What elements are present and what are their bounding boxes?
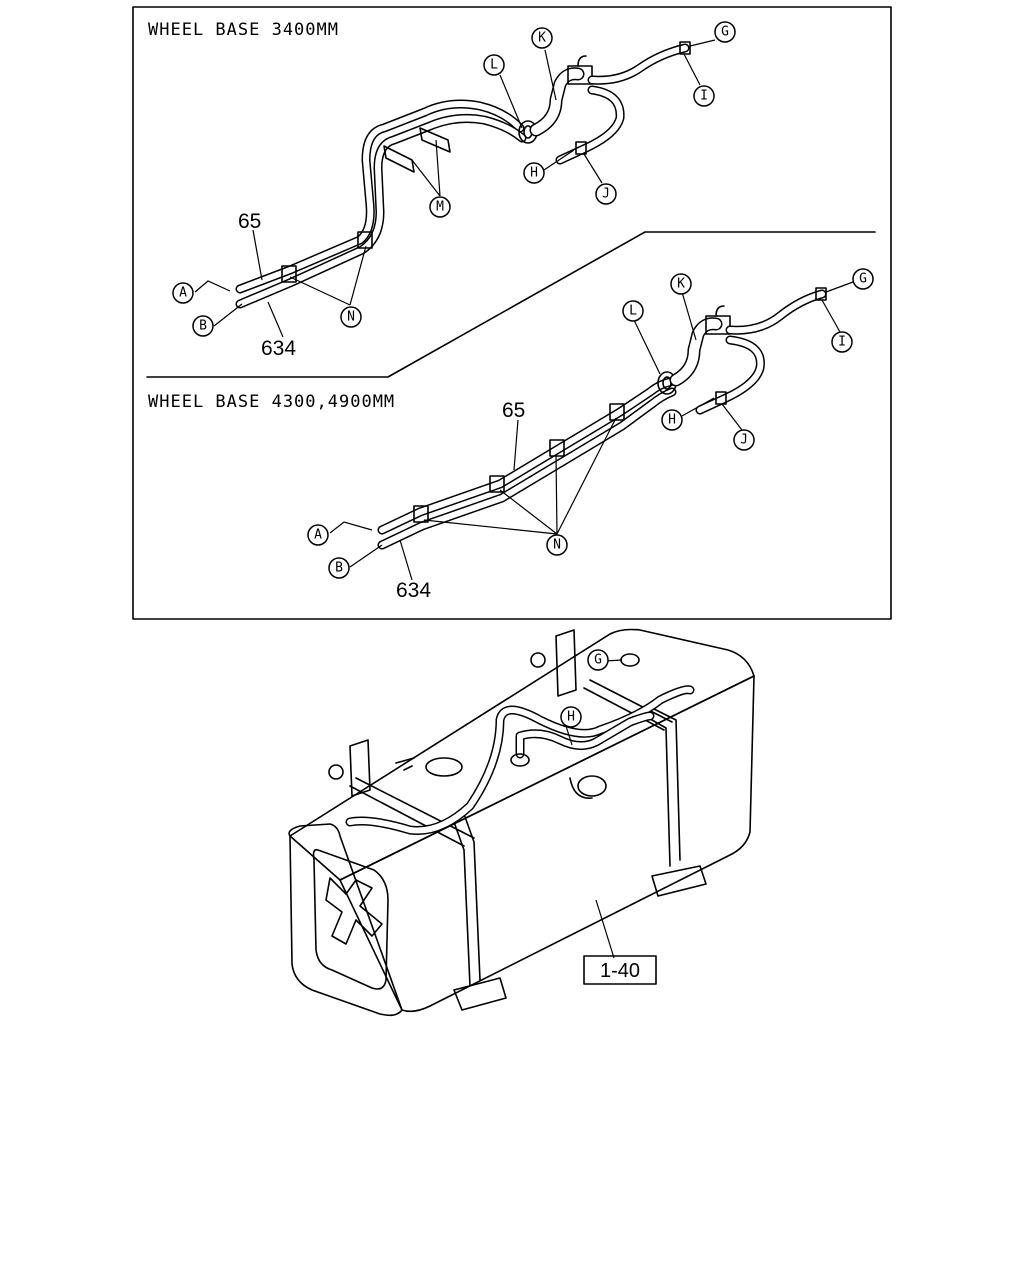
callout-b-lower: B [328,557,350,579]
callout-n-upper: N [340,306,362,328]
wheel-base-3400-label: WHEEL BASE 3400MM [148,20,339,40]
callout-m-upper: M [429,196,451,218]
pipe-assembly-wb4300-4900 [329,281,854,581]
callout-a-upper: A [172,282,194,304]
part-65-upper: 65 [238,210,261,233]
svg-text:I: I [700,89,708,104]
part-634-upper: 634 [261,337,296,360]
callout-l-upper: L [483,54,505,76]
callout-a-lower: A [307,524,329,546]
part-65-lower: 65 [502,399,525,422]
callout-l-lower: L [622,300,644,322]
svg-text:B: B [199,319,207,334]
svg-text:G: G [721,25,729,40]
svg-text:H: H [668,413,676,428]
svg-text:J: J [740,433,748,448]
callout-g-lower: G [852,268,874,290]
svg-text:G: G [859,272,867,287]
callout-b-upper: B [192,315,214,337]
inset-frame [132,6,892,620]
svg-text:G: G [594,653,602,668]
wheel-base-4300-4900-label: WHEEL BASE 4300,4900MM [148,392,395,412]
svg-text:L: L [629,304,637,319]
callout-i-lower: I [831,331,853,353]
part-634-lower: 634 [396,579,431,602]
svg-text:K: K [677,277,685,292]
callout-k-lower: K [670,273,692,295]
tank-reference-label: 1-40 [600,960,640,982]
svg-text:J: J [602,187,610,202]
callout-h-tank: H [560,706,582,728]
callout-i-upper: I [693,85,715,107]
svg-text:B: B [335,561,343,576]
svg-text:M: M [436,200,444,215]
callout-k-upper: K [531,27,553,49]
callout-h-upper: H [523,162,545,184]
callout-h-lower: H [661,409,683,431]
svg-text:A: A [179,286,187,301]
tank-reference-box: 1-40 [583,955,657,985]
svg-text:K: K [538,31,546,46]
callout-j-upper: J [595,183,617,205]
svg-text:A: A [314,528,322,543]
callout-n-lower: N [546,534,568,556]
fuel-tank [288,628,755,1017]
svg-text:N: N [553,538,561,553]
svg-text:H: H [567,710,575,725]
callout-g-upper: G [714,21,736,43]
callout-j-lower: J [733,429,755,451]
svg-text:L: L [490,58,498,73]
svg-text:N: N [347,310,355,325]
svg-text:I: I [838,335,846,350]
callout-g-tank: G [587,649,609,671]
pipe-assembly-wb3400 [194,39,716,338]
svg-text:H: H [530,166,538,181]
